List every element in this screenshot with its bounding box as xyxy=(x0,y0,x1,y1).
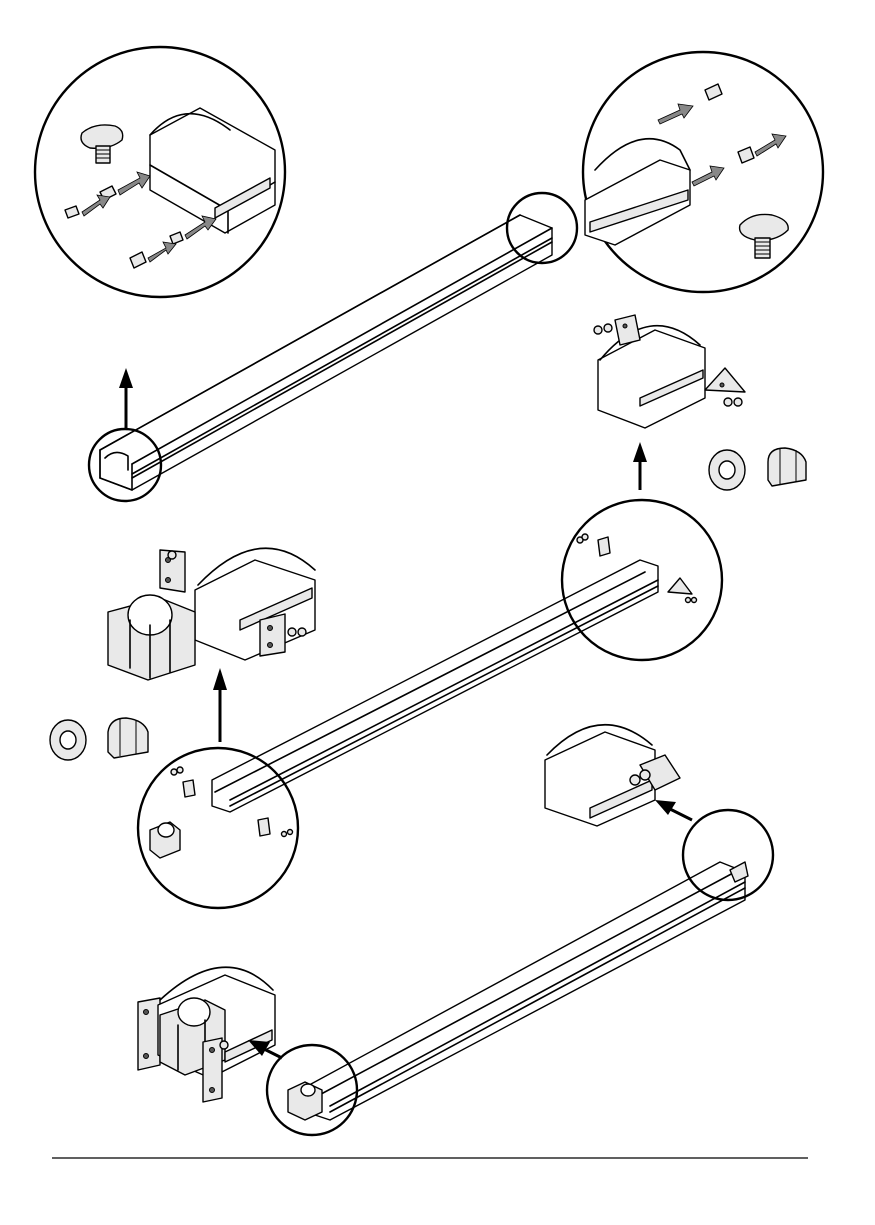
t-bolt-icon xyxy=(81,125,123,163)
step-2-bracket-assembly xyxy=(594,315,745,428)
cable-clamp-icon xyxy=(108,595,195,680)
step-1-rail xyxy=(100,215,552,490)
washer-icon xyxy=(709,450,745,490)
washer-icon xyxy=(50,720,86,760)
step-1-zoom-left xyxy=(35,47,285,297)
step-4-rail xyxy=(300,862,745,1120)
step-3-detail-circle xyxy=(138,748,298,908)
step-1-zoom-right xyxy=(583,52,823,292)
cap-nut-icon xyxy=(108,718,148,758)
corner-bracket-icon xyxy=(260,614,285,656)
step-4-end-assembly xyxy=(545,725,680,826)
t-bolt-icon xyxy=(740,214,789,258)
step-2-up-arrow xyxy=(633,442,647,490)
step-3-up-arrow xyxy=(213,668,227,742)
corner-bracket-icon xyxy=(705,368,745,392)
step-1-up-arrow xyxy=(119,368,133,430)
cap-nut-icon xyxy=(768,448,806,486)
corner-bracket-icon xyxy=(615,315,640,345)
step-4-clamp-assembly xyxy=(138,967,275,1102)
step-4-pointer-arrow xyxy=(655,800,692,820)
